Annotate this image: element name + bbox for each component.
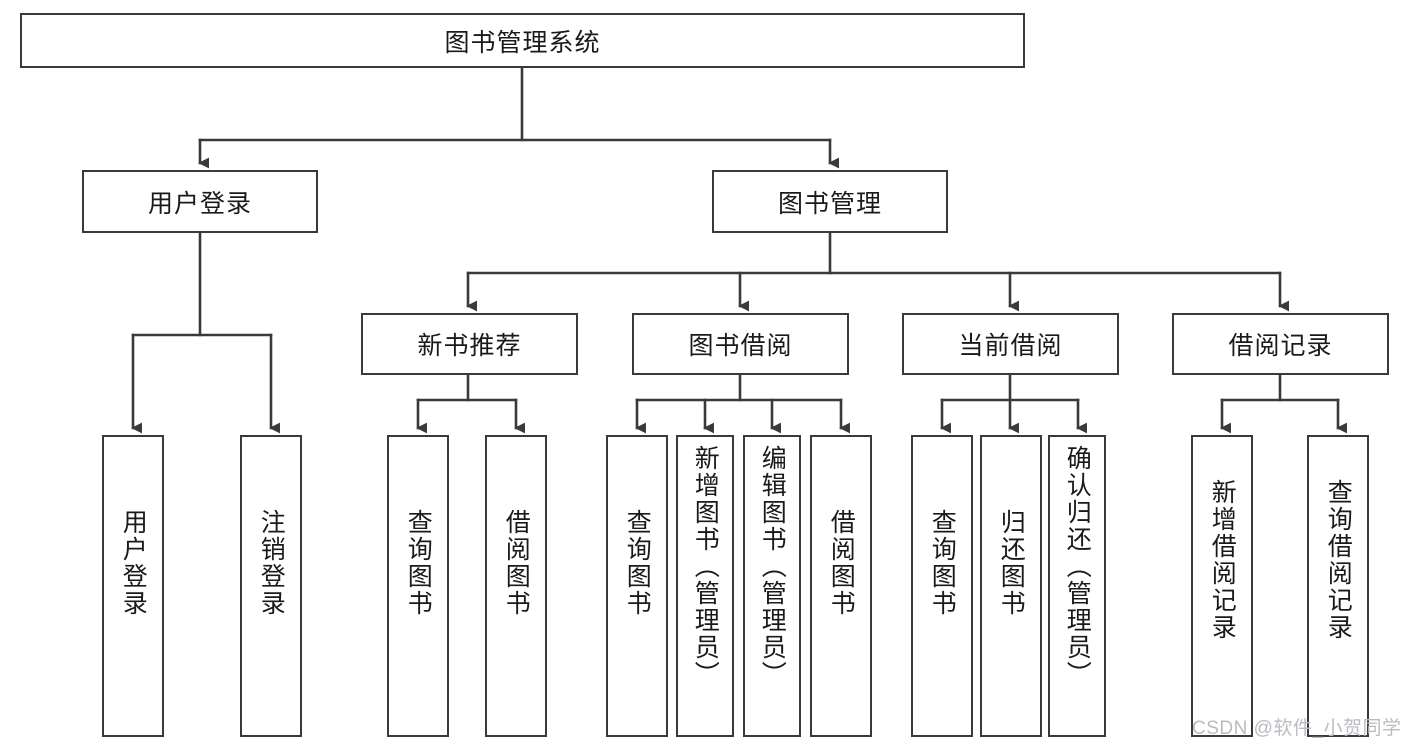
node-new-book-recommend-label: 新书推荐 — [417, 332, 522, 360]
node-book-management-label: 图书管理 — [777, 189, 882, 218]
leaf-query-book-borrow-label: 查询图书 — [623, 509, 652, 617]
node-book-management[interactable]: 图书管理 — [712, 170, 948, 233]
leaf-confirm-return-admin-label: 确认归还（管理员） — [1063, 445, 1092, 688]
node-borrow-records[interactable]: 借阅记录 — [1172, 313, 1389, 375]
leaf-borrow-book-recommend-label: 借阅图书 — [502, 509, 531, 617]
node-current-borrow-label: 当前借阅 — [958, 332, 1063, 360]
leaf-add-borrow-record[interactable]: 新增借阅记录 — [1191, 435, 1253, 737]
node-borrow-records-label: 借阅记录 — [1228, 332, 1333, 360]
leaf-logout[interactable]: 注销登录 — [240, 435, 302, 737]
node-root-label: 图书管理系统 — [444, 28, 601, 57]
leaf-add-book-admin-label: 新增图书（管理员） — [691, 445, 720, 688]
leaf-query-borrow-record[interactable]: 查询借阅记录 — [1307, 435, 1369, 737]
node-book-borrow[interactable]: 图书借阅 — [632, 313, 849, 375]
leaf-add-book-admin[interactable]: 新增图书（管理员） — [676, 435, 734, 737]
leaf-query-borrow-record-label: 查询借阅记录 — [1324, 479, 1353, 641]
leaf-borrow-book[interactable]: 借阅图书 — [810, 435, 872, 737]
node-current-borrow[interactable]: 当前借阅 — [902, 313, 1119, 375]
leaf-query-book-recommend[interactable]: 查询图书 — [387, 435, 449, 737]
leaf-add-borrow-record-label: 新增借阅记录 — [1208, 479, 1237, 641]
leaf-borrow-book-label: 借阅图书 — [827, 509, 856, 617]
node-new-book-recommend[interactable]: 新书推荐 — [361, 313, 578, 375]
node-user-login[interactable]: 用户登录 — [82, 170, 318, 233]
leaf-confirm-return-admin[interactable]: 确认归还（管理员） — [1048, 435, 1106, 737]
leaf-query-book-current-label: 查询图书 — [928, 509, 957, 617]
node-user-login-label: 用户登录 — [147, 189, 252, 218]
leaf-query-book-borrow[interactable]: 查询图书 — [606, 435, 668, 737]
csdn-watermark: CSDN @软件_小贺同学 — [1192, 718, 1402, 739]
leaf-return-book[interactable]: 归还图书 — [980, 435, 1042, 737]
leaf-return-book-label: 归还图书 — [997, 509, 1026, 617]
node-root[interactable]: 图书管理系统 — [20, 13, 1025, 68]
leaf-logout-label: 注销登录 — [257, 509, 286, 617]
leaf-edit-book-admin[interactable]: 编辑图书（管理员） — [743, 435, 801, 737]
leaf-query-book-recommend-label: 查询图书 — [404, 509, 433, 617]
leaf-user-login-label: 用户登录 — [119, 509, 148, 617]
leaf-user-login[interactable]: 用户登录 — [102, 435, 164, 737]
leaf-edit-book-admin-label: 编辑图书（管理员） — [758, 445, 787, 688]
node-book-borrow-label: 图书借阅 — [688, 332, 793, 360]
leaf-query-book-current[interactable]: 查询图书 — [911, 435, 973, 737]
leaf-borrow-book-recommend[interactable]: 借阅图书 — [485, 435, 547, 737]
